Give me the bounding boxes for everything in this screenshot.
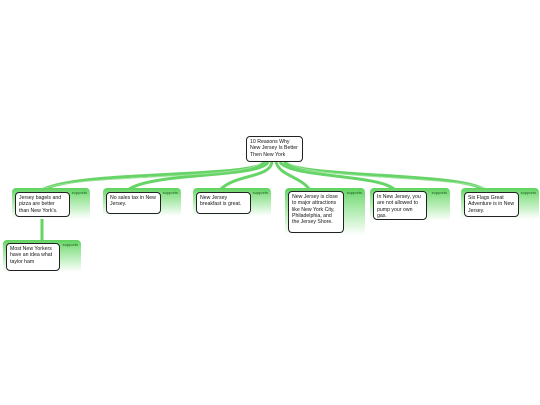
reason-node-1[interactable]: Jersey bagels and pizza are better than … [15,192,70,217]
root-claim-node[interactable]: 10 Reasons Why New Jersey Is Better Then… [246,136,303,162]
reason-node-6[interactable]: Six Flags Great Adventure is in New Jers… [464,192,519,217]
connector-root-reason-4 [274,161,312,191]
reason-node-4[interactable]: New Jersey is close to major attractions… [288,191,344,233]
connector-root-reason-2 [127,161,270,192]
link-label: supports [520,190,536,195]
link-label: supports [431,190,447,195]
link-label: supports [162,190,178,195]
connector-root-reason-3 [218,161,274,192]
link-label: supports [71,190,87,195]
sub-reason-node-1[interactable]: Most New Yorkers have an idea what taylo… [6,243,60,271]
connector-strand-1 [39,161,263,191]
connector-root-reason-1 [41,160,267,192]
reason-node-5[interactable]: In New Jersey, you are not allowed to pu… [373,191,427,220]
reason-node-2[interactable]: No sales tax in New Jersey. [106,192,161,214]
connector-strand-2 [286,161,489,191]
link-label: supports [346,190,362,195]
reason-node-3[interactable]: New Jersey breakfast is great. [196,192,251,214]
connector-root-reason-5 [278,160,397,192]
link-label: supports [252,190,268,195]
link-label: supports [62,242,78,247]
